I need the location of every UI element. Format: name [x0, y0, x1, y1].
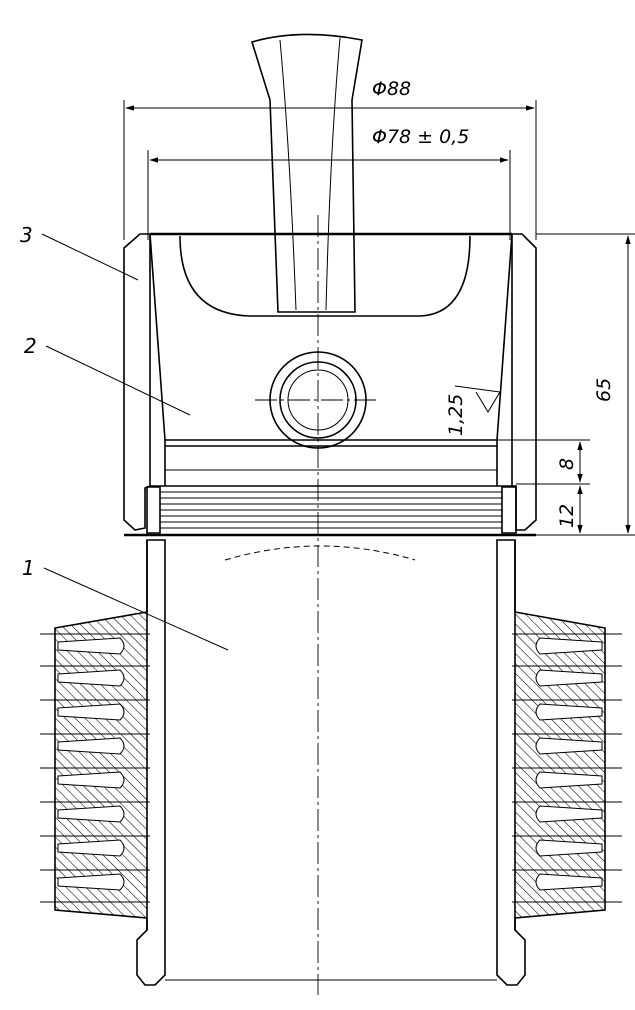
height-label: 65: [593, 378, 615, 402]
fin-slot: [57, 805, 125, 823]
fin-slot: [535, 873, 603, 891]
fin-slot: [57, 873, 125, 891]
fin-slot: [57, 839, 125, 857]
outer-diameter-label: Φ88: [372, 78, 411, 100]
cooling-fins-left: [40, 612, 150, 918]
fin-slot: [57, 737, 125, 755]
callout-2: 2: [24, 334, 37, 358]
fin-slot: [57, 669, 125, 687]
callout-1: 1: [22, 556, 35, 580]
connecting-rod: [250, 33, 363, 313]
fin-slot: [535, 703, 603, 721]
dimension-lines: [123, 100, 635, 536]
fin-slot: [535, 737, 603, 755]
lower-band-label: 8: [556, 458, 578, 470]
fin-slot: [535, 805, 603, 823]
fin-slot: [535, 669, 603, 687]
sleeve-section: [123, 233, 537, 531]
bottom-band-label: 12: [556, 504, 578, 528]
cooling-fins-right: [512, 612, 622, 918]
thread-ring: [124, 486, 536, 537]
callout-3: 3: [20, 223, 33, 247]
roughness-label: 1,25: [445, 394, 467, 436]
piston: [149, 232, 513, 487]
fin-slot: [57, 771, 125, 789]
fin-slot: [535, 771, 603, 789]
fin-slot: [535, 637, 603, 655]
callout-leaders: [41, 233, 229, 651]
fin-slot: [57, 637, 125, 655]
fin-slot: [57, 703, 125, 721]
fin-slot: [535, 839, 603, 857]
inner-diameter-label: Φ78 ± 0,5: [372, 126, 469, 148]
